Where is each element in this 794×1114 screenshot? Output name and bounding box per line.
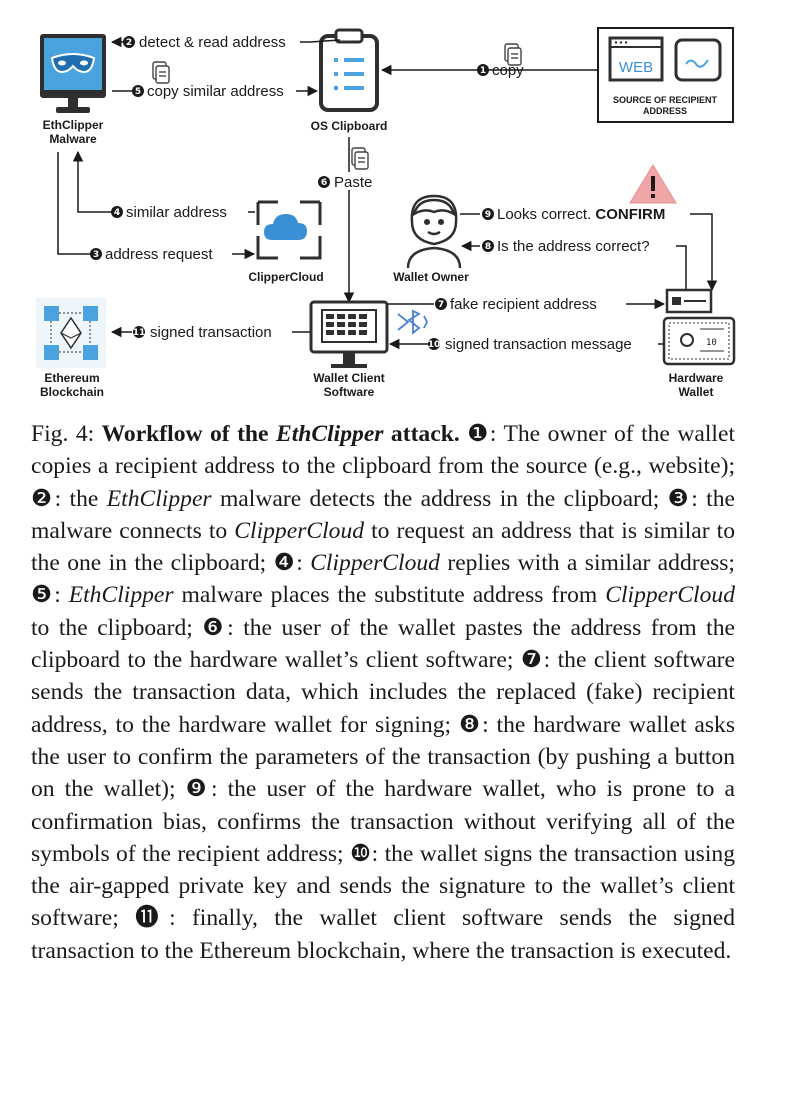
step-9-badge: [482, 208, 494, 220]
caption-marker-2: ❷: [31, 485, 55, 512]
ethclipper-malware-icon: [40, 34, 106, 113]
workflow-diagram: EthClipper Malware OS Clipboard WEB SOUR…: [36, 27, 736, 399]
caption-step-9: : the user of the hardware wallet, who i…: [31, 776, 735, 867]
web-window-icon: [608, 36, 664, 82]
step-11-label: signed transaction: [150, 324, 272, 341]
caption-step-7: : the client software sends the transact…: [31, 647, 736, 738]
wallet-client-label-1: Wallet Client: [313, 371, 385, 385]
caption-marker-3: ❸: [667, 485, 692, 512]
step-5-badge: [132, 85, 144, 97]
step-3-label: address request: [105, 246, 213, 263]
os-clipboard-label: OS Clipboard: [311, 119, 388, 133]
ethclipper-label-1: EthClipper: [43, 118, 104, 132]
caption-step-11: : finally, the wallet client software se…: [31, 905, 735, 964]
step-7-badge: [435, 298, 447, 310]
step-3-badge: [90, 248, 102, 260]
clippercloud-icon: [256, 200, 322, 260]
step-8-label: Is the address correct?: [497, 238, 650, 255]
warning-icon: [629, 164, 677, 204]
step-9-label: Looks correct. CONFIRM: [497, 206, 665, 223]
wallet-owner-label: Wallet Owner: [393, 270, 469, 284]
step-2-badge: [123, 36, 135, 48]
caption-marker-4: ❹: [273, 550, 297, 577]
svg-text:8: 8: [485, 242, 491, 252]
copy-doc-icon: [504, 43, 522, 66]
step-4-badge: [111, 206, 123, 218]
hw-counter: 10: [706, 338, 717, 348]
caption-step-4: replies with a similar address;: [439, 550, 735, 577]
web-label: WEB: [619, 59, 653, 76]
figure-caption: Fig. 4: Workflow of the EthClipper attac…: [31, 421, 736, 964]
svg-text:7: 7: [438, 300, 444, 310]
caption-fig-number: Fig. 4:: [31, 421, 102, 447]
step-1-label: copy: [492, 62, 524, 79]
svg-text:2: 2: [126, 38, 132, 48]
caption-marker-10: ❿: [349, 840, 372, 867]
document-icon: [674, 38, 722, 82]
ethereum-blockchain-icon: [36, 298, 106, 368]
svg-text:11: 11: [133, 328, 146, 338]
clippercloud-label: ClipperCloud: [248, 270, 323, 284]
svg-text:1: 1: [480, 66, 486, 76]
caption-marker-5: ❺: [31, 582, 55, 609]
step-2-label: detect & read address: [139, 34, 286, 51]
svg-text:9: 9: [485, 210, 491, 220]
step-8-badge: [482, 240, 494, 252]
step-4-label: similar address: [126, 204, 227, 221]
source-label-2: ADDRESS: [643, 106, 687, 116]
wallet-client-label-2: Software: [324, 385, 375, 399]
ethereum-label-2: Blockchain: [40, 385, 104, 399]
caption-marker-1: ❶: [467, 421, 490, 447]
svg-text:4: 4: [114, 208, 120, 218]
caption-step-3: to request an address that is similar to…: [31, 517, 735, 577]
step-6-badge: [318, 176, 330, 188]
step-5-label: copy similar address: [147, 83, 284, 100]
step-1-badge: [477, 64, 489, 76]
step-11-badge: [133, 326, 145, 338]
caption-marker-7: ❼: [520, 647, 544, 674]
svg-text:5: 5: [135, 87, 141, 97]
caption-step-1: : The owner of the wallet copies a recip…: [31, 421, 735, 480]
svg-text:3: 3: [93, 250, 99, 260]
copy-similar-doc-icon: [152, 61, 170, 84]
step-7-label: fake recipient address: [450, 296, 597, 313]
hardware-label-1: Hardware: [669, 371, 724, 385]
caption-step-10: : the wallet signs the transaction using…: [31, 840, 735, 932]
caption-marker-11: ⓫: [135, 905, 170, 932]
caption-marker-9: ❾: [185, 776, 211, 803]
source-label-1: SOURCE OF RECIPIENT: [613, 95, 718, 105]
svg-text:6: 6: [321, 178, 327, 188]
caption-step-6: : the user of the wallet pastes the addr…: [31, 614, 735, 674]
paste-doc-icon: [351, 147, 369, 170]
bluetooth-icon: [397, 309, 429, 335]
step-6-label: Paste: [334, 174, 372, 191]
ethereum-label-1: Ethereum: [44, 371, 99, 385]
step-10-label: signed transaction message: [445, 336, 632, 353]
source-of-recipient-box: WEB: [597, 27, 734, 123]
hardware-wallet-icon: 10: [662, 288, 736, 366]
caption-step-8: : the hardware wallet asks the user to c…: [31, 711, 736, 803]
clipboard-icon: [319, 28, 379, 112]
step-10-badge: [428, 338, 440, 350]
caption-step-5: to the clipboard;: [31, 614, 203, 641]
wallet-client-icon: [309, 300, 389, 368]
wallet-owner-icon: [406, 194, 462, 269]
caption-marker-8: ❽: [458, 711, 483, 738]
svg-text:10: 10: [428, 340, 441, 350]
caption-marker-6: ❻: [202, 614, 228, 641]
caption-step-2: malware detects the address in the clipb…: [211, 485, 668, 512]
ethclipper-label-2: Malware: [49, 132, 97, 146]
caption-title: Workflow of the EthClipper attack.: [101, 421, 460, 447]
hardware-label-2: Wallet: [679, 385, 714, 399]
